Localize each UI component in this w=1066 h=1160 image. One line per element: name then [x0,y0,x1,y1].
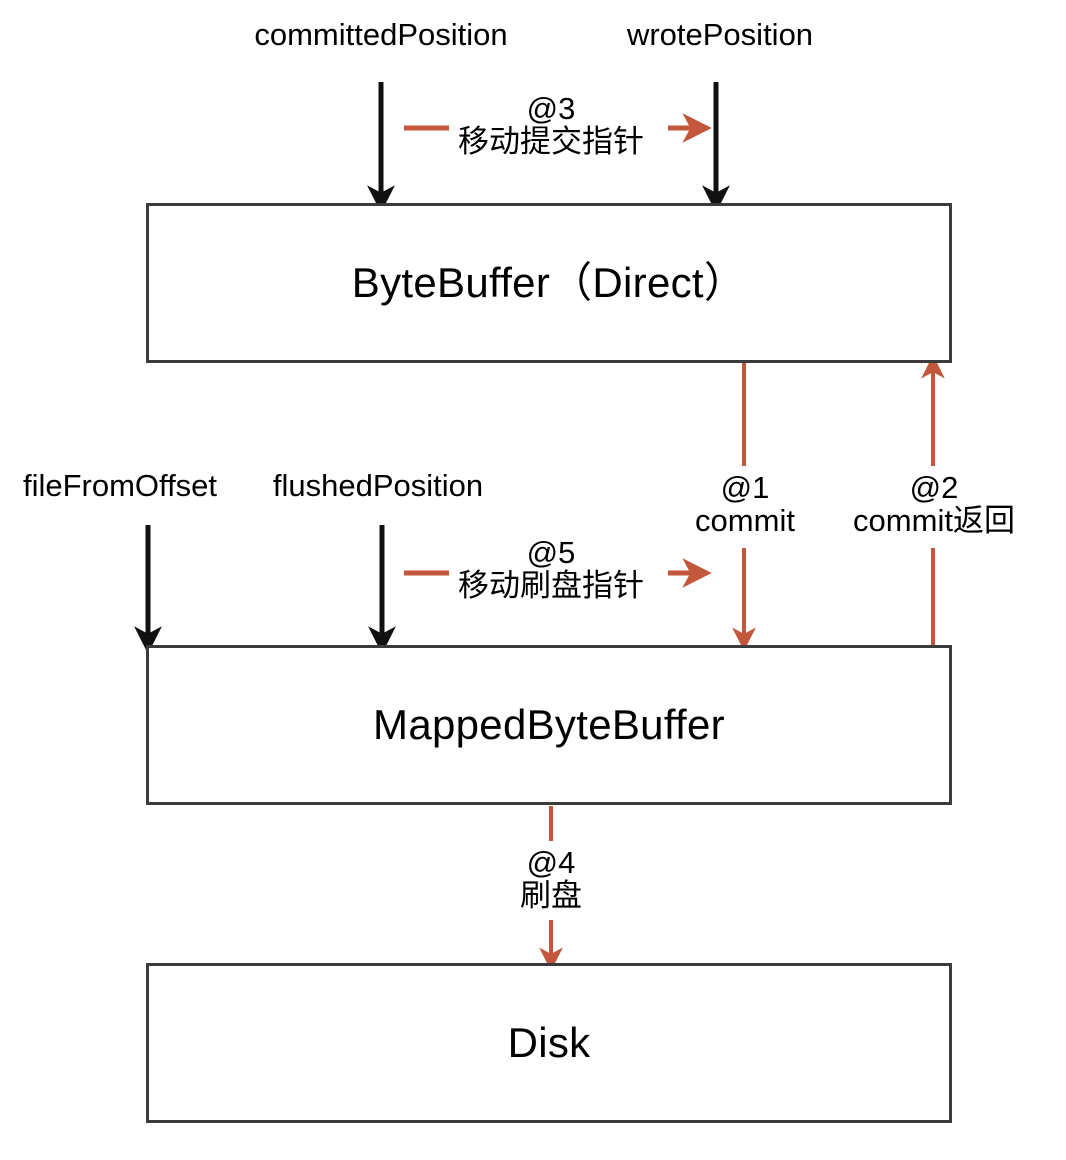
box-bytebuffer-direct-label: ByteBuffer（Direct） [351,259,747,306]
step-2-text: commit返回 [853,503,1015,539]
step-5-text: 移动刷盘指针 [458,568,644,604]
box-disk-label: Disk [507,1019,591,1066]
step-5-tag: @5 [526,535,576,570]
box-mappedbytebuffer[interactable]: MappedByteBuffer [146,645,952,805]
step-4-tag: @4 [526,845,576,880]
step-label-5: @5 移动刷盘指针 [458,536,644,603]
box-bytebuffer-direct[interactable]: ByteBuffer（Direct） [146,203,952,363]
box-disk[interactable]: Disk [146,963,952,1123]
label-file-from-offset: fileFromOffset [22,468,218,503]
step-1-text: commit [695,503,795,539]
step-4-text: 刷盘 [520,878,582,914]
step-3-tag: @3 [526,91,576,126]
step-1-tag: @1 [720,470,770,505]
step-label-4: @4 刷盘 [520,846,582,913]
step-2-tag: @2 [909,470,959,505]
step-label-2: @2 commit返回 [853,471,1015,538]
label-committed-position: committedPosition [254,17,508,52]
step-3-text: 移动提交指针 [458,124,644,160]
step-label-1: @1 commit [695,471,795,538]
box-mappedbytebuffer-label: MappedByteBuffer [373,701,725,748]
label-wrote-position: wrotePosition [626,17,814,52]
label-flushed-position: flushedPosition [272,468,484,503]
step-label-3: @3 移动提交指针 [458,92,644,159]
